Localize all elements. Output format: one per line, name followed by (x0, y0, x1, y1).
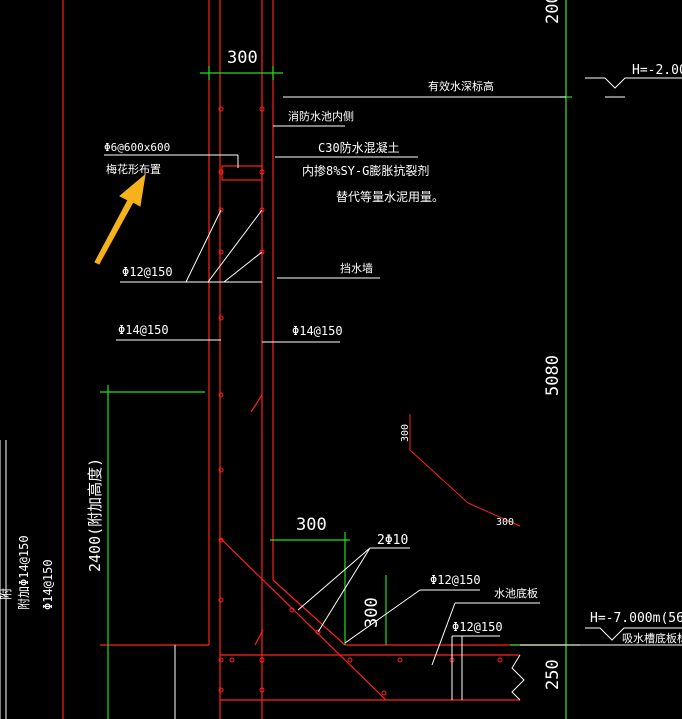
rebar-dots (218, 106, 503, 696)
rebar-12-150-a: Φ12@150 (430, 573, 481, 587)
dim-300-vert: 300 (362, 597, 382, 628)
dim-200: 200 (543, 0, 563, 24)
leader-300 (409, 414, 521, 527)
rebar-12-150-b: Φ12@150 (452, 620, 503, 634)
concrete-label-1: C30防水混凝土 (318, 140, 400, 155)
retain-wall-label: 挡水墙 (340, 261, 373, 275)
drawing-labels: 300 200 5080 2400(附加高度) 300 300 250 H=-2… (0, 0, 682, 690)
yellow-arrow-icon (94, 173, 146, 265)
rebar-grid-label-2: 梅花形布置 (106, 162, 161, 176)
rebar-grid-label-1: Φ6@600x600 (104, 141, 170, 154)
dim-5080: 5080 (543, 355, 563, 396)
leader-300-a: 300 (400, 424, 411, 442)
dim-300-mid: 300 (296, 515, 327, 535)
level-top: H=-2.00 (632, 63, 682, 78)
dim-2400: 2400(附加高度) (86, 458, 104, 572)
left-vert-label-3: 附 (0, 588, 13, 600)
dim-250: 250 (543, 659, 563, 690)
slab-bottom-label: 吸水槽底板标高 (622, 631, 682, 645)
leader-300-b: 300 (496, 517, 514, 528)
dimension-lines (100, 0, 580, 719)
rebar-14-150-left: Φ14@150 (118, 323, 169, 337)
concrete-label-2: 内掺8%SY-G膨胀抗裂剂 (302, 163, 429, 178)
rebar-12-150-left: Φ12@150 (122, 265, 173, 279)
two-phi10-label: 2Φ10 (377, 533, 408, 548)
left-vert-label-2: Φ14@150 (41, 559, 55, 610)
concrete-label-3: 替代等量水泥用量。 (336, 190, 444, 204)
leader-lines (0, 77, 682, 719)
pool-slab-label: 水池底板 (494, 586, 538, 600)
pool-inner-label: 消防水池内侧 (288, 109, 354, 123)
left-vert-label-1: 附加Φ14@150 (17, 535, 31, 610)
level-bottom: H=-7.000m(568.3 (590, 611, 682, 626)
water-level-label: 有效水深标高 (428, 79, 494, 93)
dim-top-300: 300 (227, 48, 258, 68)
wall-outlines (62, 0, 567, 719)
rebar-14-150-right: Φ14@150 (292, 324, 343, 338)
